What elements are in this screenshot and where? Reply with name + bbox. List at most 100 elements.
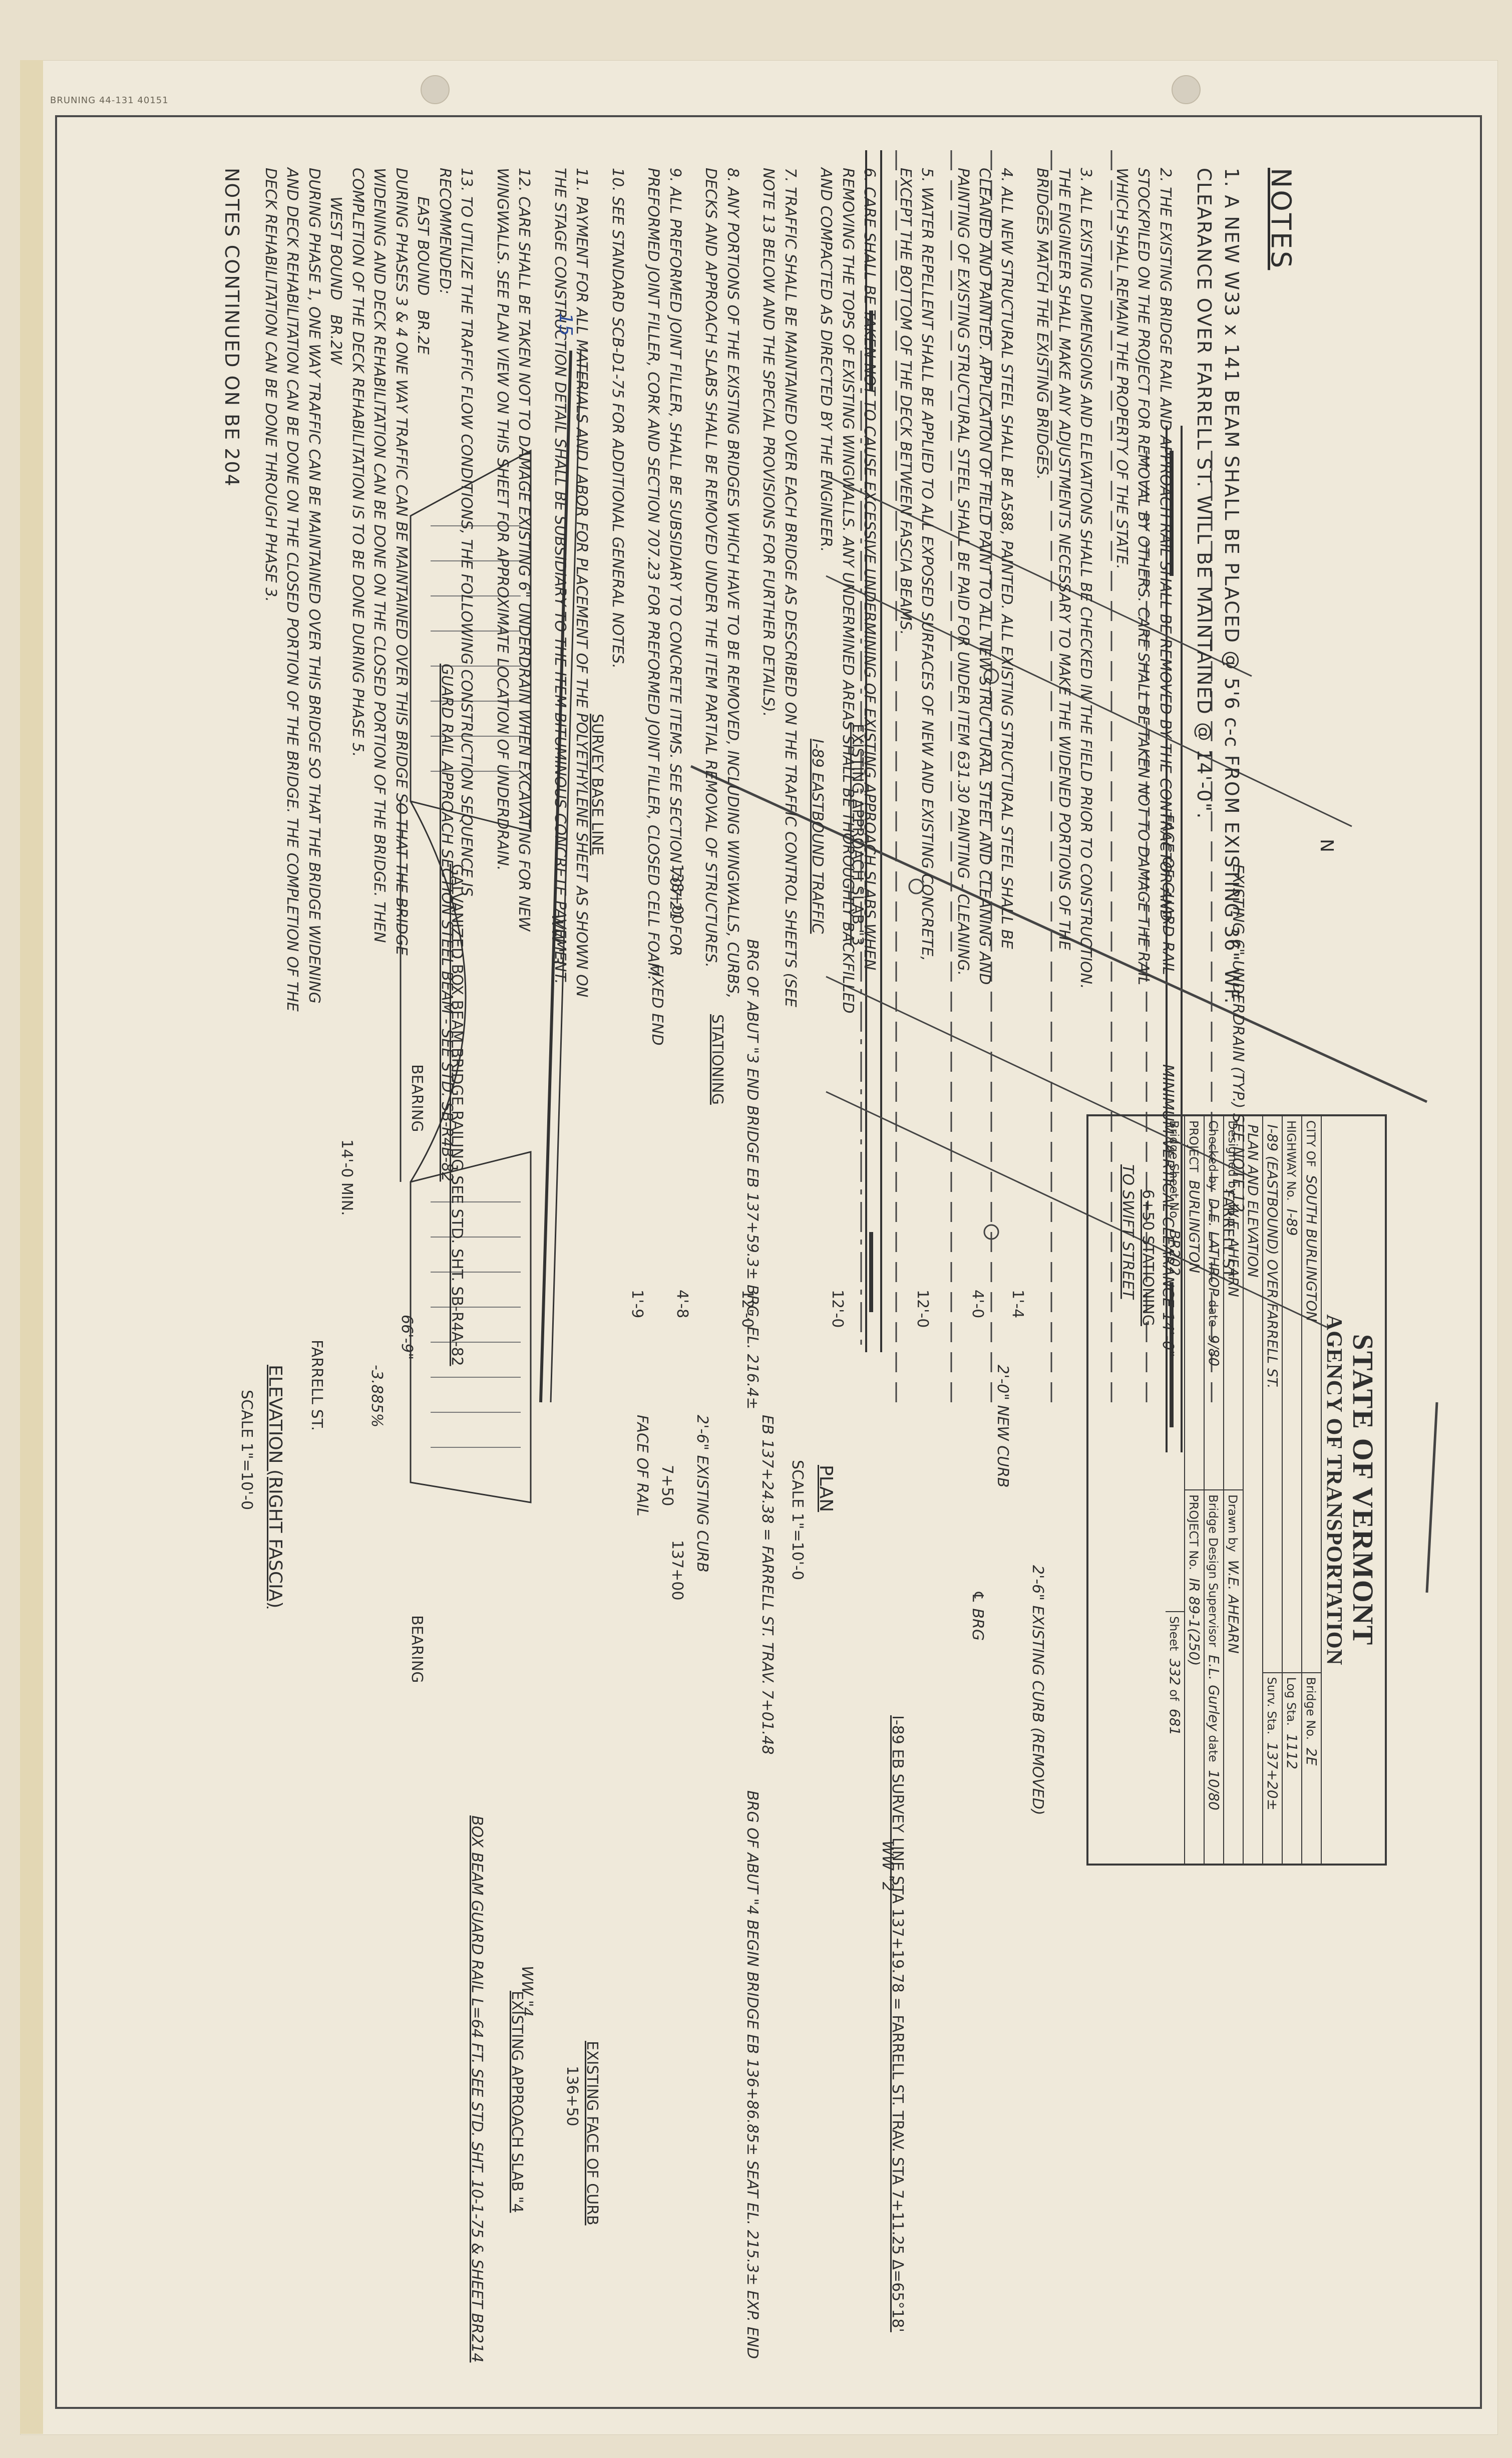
log-sta-cell: Log Sta. 1112 [1283,1673,1301,1864]
supervisor-date: 10/80 [1206,1770,1223,1810]
label-sta-137-00: 137+00 [668,1540,686,1601]
punch-hole [421,75,450,104]
label-bearing-left: BEARING [408,1615,426,1683]
sheet-title-cell: PLAN AND ELEVATION [1244,1116,1262,1864]
plan-skew-line [826,976,1252,1178]
city-label: CITY OF [1304,1120,1318,1167]
title-row: I-89 (EASTBOUND) OVER FARRELL ST. Surv. … [1263,1116,1283,1864]
label-brg-abut-4: BRG OF ABUT "4 BEGIN BRIDGE EB 136+86.85… [743,1790,761,2359]
bridge-no-value: 2E [1303,1747,1320,1766]
label-min-vert-clearance: MINIMUM VERTICAL CLEARANCE 14'-0" [1159,1064,1177,1358]
project-line: I-89 (EASTBOUND) OVER FARRELL ST. [1264,1124,1281,1389]
label-sta-7-50: 7+50 [658,1465,676,1506]
label-survey-base-line: SURVEY BASE LINE [588,714,606,856]
log-sta-label: Log Sta. [1284,1677,1299,1726]
note-3: 3. ALL EXISTING DIMENSIONS AND ELEVATION… [1033,168,1095,994]
label-grade: -3.885% [368,1365,386,1428]
checked-by-cell: Checked by D.E. LATHROP date 9/80 [1205,1116,1224,1490]
note-10: 10. SEE STANDARD SCB-D1-75 FOR ADDITIONA… [608,168,626,669]
label-sta-138-00: 138+00 [668,864,686,925]
note-7: 7. TRAFFIC SHALL BE MAINTAINED OVER EACH… [760,168,799,1012]
label-face-of-guard-rail: FACE OF GUARD RAIL [1159,814,1177,976]
label-ww4: WW "4 [518,1966,536,2017]
label-new-curb: 2'-0" NEW CURB [994,1365,1011,1488]
farrell-st-centerline [690,765,1428,1103]
note-4: 4. ALL NEW STRUCTURAL STEEL SHALL BE A58… [954,168,1015,990]
label-farrell-st-elev: FARRELL ST. [308,1340,325,1431]
highway-cell: HIGHWAY No. I-89 [1283,1116,1302,1673]
label-fixed-end: FIXED END [648,964,666,1046]
plan-scale: SCALE 1"=10'-0 [789,1460,806,1581]
dim-7: 1'-4 [1009,1290,1026,1319]
highway-no-value: I-89 [1284,1208,1301,1236]
project-value: BURLINGTON [1186,1180,1203,1274]
north-arrow-label: N [1316,839,1337,852]
abutment-3 [410,1151,532,1503]
title-row: CITY OF SOUTH BURLINGTON Bridge No. 2E [1302,1116,1322,1864]
north-arrow [1425,1402,1438,1593]
highway-no-label: HIGHWAY No. [1284,1120,1299,1201]
log-sta-value: 1112 [1284,1733,1301,1769]
label-existing-curb-removed: 2'-6" EXISTING CURB (REMOVED) [1029,1565,1046,1815]
supervisor-cell: Bridge Design Supervisor E.L. Gurley dat… [1205,1490,1223,1864]
surv-sta-label: Surv. Sta. [1265,1677,1279,1735]
handwritten-mark: 15 [555,313,576,336]
dim-5: 12'-0 [914,1290,931,1328]
punch-hole [1172,75,1201,104]
elevation-slope [410,801,467,1182]
label-face-of-rail: FACE OF RAIL [633,1415,651,1516]
city-value: SOUTH BURLINGTON [1303,1175,1320,1322]
dim-3: 12'-0 [738,1290,756,1328]
supervisor-label: Bridge Design Supervisor [1206,1494,1221,1647]
label-existing-curb: 2'-6" EXISTING CURB [693,1415,711,1573]
sheet-no-cell: Sheet 332 of 681 [1166,1612,1184,1864]
plan-point [983,1224,999,1240]
drawn-by-label: Drawn by [1226,1494,1240,1552]
checked-date: 9/80 [1206,1335,1223,1367]
project-no-value: IR 89-1(250) [1186,1578,1203,1666]
project-line-cell: I-89 (EASTBOUND) OVER FARRELL ST. [1263,1116,1282,1673]
state-name: STATE OF VERMONT [1347,1334,1379,1646]
label-box-beam-guard-rail: BOX BEAM GUARD RAIL L=64 FT. SEE STD. SH… [468,1815,486,2363]
supervisor-value: E.L. Gurley [1206,1655,1223,1731]
plan-title: PLAN [816,1465,836,1512]
label-existing-approach-slab-3: EXISTING APPROACH SLAB "3 [849,724,866,946]
label-ww3: WW "3 [548,914,566,965]
elevation-title: ELEVATION (RIGHT FASCIA) [265,1365,285,1609]
note-12: 12. CARE SHALL BE TAKEN NOT TO DAMAGE EX… [493,168,533,937]
drawn-by-value: W.E. AHEARN [1225,1560,1242,1654]
agency-name: AGENCY OF TRANSPORTATION [1322,1314,1347,1666]
of-label: of [1167,1689,1182,1701]
label-existing-underdrain: EXISTING 6" UNDERDRAIN (TYP.) SEE NOTE 1… [1229,864,1247,1212]
notes-section: NOTES 1. A NEW W33 x 141 BEAM SHALL BE P… [204,168,1297,1019]
project-no-cell: PROJECT No. IR 89-1(250) [1185,1490,1204,1864]
title-row: PROJECT BURLINGTON PROJECT No. IR 89-1(2… [1185,1116,1205,1864]
bruning-stamp: BRUNING 44-131 40151 [50,95,169,106]
sheet-title: PLAN AND ELEVATION [1245,1124,1262,1278]
dim-1: 1'-9 [628,1290,646,1319]
notes-title: NOTES [1265,168,1297,270]
bridge-no-label: Bridge No. [1304,1677,1318,1740]
sheet-label: Sheet [1167,1616,1182,1651]
label-brg: ℄ BRG [969,1590,986,1641]
drawing-border [55,115,1482,2409]
city-cell: CITY OF SOUTH BURLINGTON [1302,1116,1321,1673]
notes-continued: NOTES CONTINUED ON BE 204 [221,168,243,487]
bridge-no-cell: Bridge No. 2E [1302,1673,1321,1864]
label-brg-abut-3: BRG OF ABUT "3 END BRIDGE EB 137+59.3± B… [743,939,761,1410]
rotated-sheet-content: NOTES 1. A NEW W33 x 141 BEAM SHALL BE P… [75,113,1427,2362]
project-label: PROJECT [1187,1120,1201,1172]
checked-date-label: date [1206,1300,1221,1327]
label-stationing-6-50: 6+50 STATIONING [1139,1189,1157,1326]
label-span: 66'-9" [398,1315,416,1360]
plan-skew-line [826,475,1252,677]
elevation-deck [550,350,582,1403]
dim-6: 4'-0 [969,1290,986,1319]
elevation-scale: SCALE 1"=10'-0 [238,1390,255,1510]
label-clearance: 14'-0 MIN. [338,1139,355,1216]
label-ww2: WW "2 [879,1840,896,1892]
checked-by-label: Checked by [1206,1120,1221,1191]
plan-point [908,878,924,894]
elevation-deck [539,350,572,1403]
